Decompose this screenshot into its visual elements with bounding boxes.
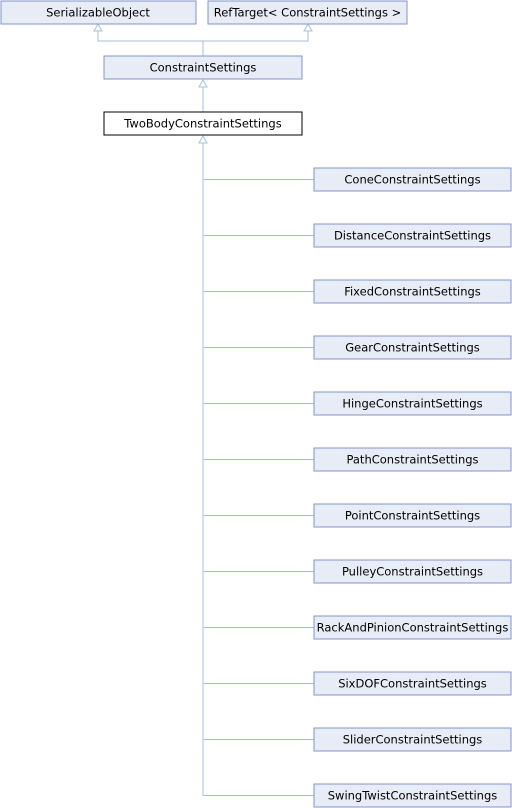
node-box xyxy=(313,503,512,528)
node-label: RackAndPinionConstraintSettings xyxy=(317,621,509,635)
node-label: PulleyConstraintSettings xyxy=(342,565,483,579)
node-box xyxy=(313,391,512,416)
arrow-constraint xyxy=(198,78,208,88)
node-label: FixedConstraintSettings xyxy=(344,285,481,299)
node-label: GearConstraintSettings xyxy=(345,341,480,355)
node-box xyxy=(313,279,512,304)
node-box xyxy=(207,0,408,25)
node-label: SwingTwistConstraintSettings xyxy=(328,789,498,803)
derived-class-node[interactable]: GearConstraintSettings xyxy=(313,335,512,360)
node-label: HingeConstraintSettings xyxy=(342,397,482,411)
node-box xyxy=(313,167,512,192)
node-box xyxy=(313,447,512,472)
arrow-reftarget xyxy=(303,22,313,32)
derived-class-node[interactable]: RackAndPinionConstraintSettings xyxy=(313,615,512,640)
derived-class-node[interactable]: PointConstraintSettings xyxy=(313,503,512,528)
node-serializable-object[interactable]: SerializableObject xyxy=(0,0,197,25)
arrow-serializable xyxy=(93,22,103,32)
node-box xyxy=(313,783,512,808)
node-box xyxy=(313,335,512,360)
derived-class-node[interactable]: SliderConstraintSettings xyxy=(313,727,512,752)
node-box xyxy=(313,223,512,248)
arrow-twobody xyxy=(198,134,208,144)
derived-class-node[interactable]: PathConstraintSettings xyxy=(313,447,512,472)
node-box xyxy=(313,615,512,640)
node-label: PointConstraintSettings xyxy=(345,509,480,523)
derived-class-node[interactable]: HingeConstraintSettings xyxy=(313,391,512,416)
derived-branches xyxy=(203,179,314,796)
node-box-current xyxy=(103,111,303,136)
node-twobody-constraint-settings: TwoBodyConstraintSettings xyxy=(103,111,303,136)
node-box xyxy=(313,727,512,752)
node-label: DistanceConstraintSettings xyxy=(334,229,491,243)
node-label: TwoBodyConstraintSettings xyxy=(123,117,281,131)
node-box xyxy=(313,559,512,584)
node-constraint-settings[interactable]: ConstraintSettings xyxy=(103,55,303,80)
derived-class-node[interactable]: FixedConstraintSettings xyxy=(313,279,512,304)
derived-classes: ConeConstraintSettingsDistanceConstraint… xyxy=(313,167,512,808)
edge-serializable-to-constraint xyxy=(97,28,309,42)
node-label: SerializableObject xyxy=(46,6,150,20)
node-box xyxy=(103,55,303,80)
node-label: PathConstraintSettings xyxy=(346,453,478,467)
derived-class-node[interactable]: DistanceConstraintSettings xyxy=(313,223,512,248)
node-label: ConeConstraintSettings xyxy=(344,173,480,187)
node-label: SliderConstraintSettings xyxy=(343,733,483,747)
edges xyxy=(93,22,314,796)
node-label: ConstraintSettings xyxy=(150,61,257,75)
node-box xyxy=(0,0,197,25)
derived-class-node[interactable]: SixDOFConstraintSettings xyxy=(313,671,512,696)
derived-class-node[interactable]: SwingTwistConstraintSettings xyxy=(313,783,512,808)
node-label: RefTarget< ConstraintSettings > xyxy=(214,6,402,20)
node-label: SixDOFConstraintSettings xyxy=(338,677,487,691)
derived-class-node[interactable]: PulleyConstraintSettings xyxy=(313,559,512,584)
derived-class-node[interactable]: ConeConstraintSettings xyxy=(313,167,512,192)
node-box xyxy=(313,671,512,696)
node-reftarget[interactable]: RefTarget< ConstraintSettings > xyxy=(207,0,408,25)
